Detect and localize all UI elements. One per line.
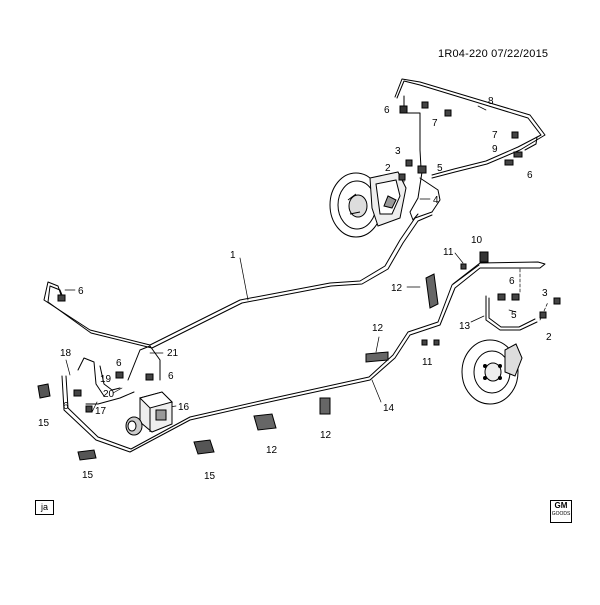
- callout-10: 10: [471, 235, 483, 246]
- main-brake-pipe-1: [43, 211, 433, 346]
- brake-pipe-14-inner: [65, 264, 480, 450]
- brake-pipe-21: [127, 345, 161, 381]
- fitting-2-left: [398, 173, 406, 181]
- fitting-3-rr: [553, 297, 561, 305]
- callout-11: 11: [443, 247, 454, 258]
- clip-15-center: [77, 449, 97, 461]
- callout-15: 15: [204, 471, 216, 482]
- fitting-6-right: [504, 159, 514, 166]
- callout-6: 6: [168, 371, 174, 382]
- brake-pipe-14: [61, 261, 546, 453]
- callout-12: 12: [266, 445, 278, 456]
- rear-brake-pipe-8-inner: [396, 80, 542, 176]
- drawing-code: 1R04-220 07/22/2015: [438, 48, 549, 60]
- callout-1: 1: [230, 250, 236, 261]
- main-pipe-rear-end: [419, 177, 441, 213]
- rear-brake-pipe-8: [394, 78, 546, 179]
- fitting-5-rr: [497, 293, 506, 301]
- fitting-6-abs-c: [73, 389, 82, 397]
- callout-6: 6: [63, 401, 69, 412]
- callout-15: 15: [38, 418, 50, 429]
- callout-3: 3: [542, 288, 548, 299]
- callout-15: 15: [82, 470, 94, 481]
- callout-7: 7: [432, 118, 438, 129]
- callout-14: 14: [383, 403, 395, 414]
- leader-lines: [64, 105, 517, 413]
- dashed-guides: [403, 173, 549, 321]
- callout-13: 13: [459, 321, 471, 332]
- brake-hose-13: [485, 295, 538, 331]
- callout-2: 2: [385, 163, 391, 174]
- fitting-7-b: [444, 109, 452, 117]
- fitting-9: [513, 151, 523, 158]
- callout-21: 21: [167, 348, 179, 359]
- bolt-11-top: [460, 263, 467, 270]
- fitting-6-rr: [511, 293, 520, 301]
- callout-20: 20: [103, 389, 115, 400]
- rear-left-brake-rotor: [329, 171, 407, 238]
- fitting-17: [85, 405, 93, 413]
- callout-18: 18: [60, 348, 72, 359]
- fitting-7-right: [511, 131, 519, 139]
- callout-6: 6: [509, 276, 515, 287]
- clip-12-bottom: [253, 413, 277, 431]
- callout-9: 9: [492, 144, 498, 155]
- fitting-6-front: [57, 294, 66, 302]
- callout-7: 7: [492, 130, 498, 141]
- brake-pipe-18: [77, 357, 105, 397]
- callout-labels: 1 2 2 3 3 4 5 5 6 6 6 6 6 6 6 7 7 8 9 10…: [38, 96, 552, 482]
- callout-5: 5: [511, 310, 517, 321]
- callout-8: 8: [488, 96, 494, 107]
- callout-6: 6: [527, 170, 533, 181]
- callout-5: 5: [437, 163, 443, 174]
- fitting-3-left: [405, 159, 413, 167]
- brake-hose-13-inner: [488, 297, 536, 328]
- callout-3: 3: [395, 146, 401, 157]
- fitting-6-abs-a: [115, 371, 124, 379]
- bracket-10: [479, 251, 489, 263]
- callout-6: 6: [384, 105, 390, 116]
- callout-17: 17: [95, 406, 107, 417]
- fitting-6-abs-b: [145, 373, 154, 381]
- callout-12: 12: [372, 323, 384, 334]
- callout-6: 6: [78, 286, 84, 297]
- rear-pipe-end: [524, 136, 538, 151]
- brake-pipe-20: [85, 391, 135, 405]
- brake-hose-4: [409, 171, 423, 221]
- fitting-6-top: [399, 105, 408, 114]
- main-brake-pipe-1-inner: [47, 214, 433, 349]
- callout-19: 19: [100, 374, 112, 385]
- fitting-5-left: [417, 165, 427, 174]
- bolt-11-lower-b: [433, 339, 440, 346]
- clip-12-lower: [319, 397, 331, 415]
- corner-tag: ja: [35, 500, 54, 515]
- bolt-11-lower: [421, 339, 428, 346]
- clip-12-mid: [365, 351, 389, 363]
- callout-6: 6: [116, 358, 122, 369]
- fitting-7-a: [421, 101, 429, 109]
- abs-modulator-16: [125, 391, 173, 436]
- callout-12: 12: [320, 430, 332, 441]
- callout-4: 4: [433, 195, 439, 206]
- gm-logo-text: GM: [554, 501, 568, 510]
- rear-right-brake-rotor: [461, 339, 523, 405]
- clip-15-left: [37, 383, 51, 399]
- gm-logo-sub: GOODS: [551, 511, 571, 517]
- callout-16: 16: [178, 402, 190, 413]
- clip-12-top: [425, 273, 439, 309]
- callout-12: 12: [391, 283, 403, 294]
- fitting-2-rr: [539, 311, 547, 319]
- gm-logo: GM GOODS: [550, 500, 572, 523]
- clip-15-bottom: [193, 439, 215, 455]
- callout-2: 2: [546, 332, 552, 343]
- brake-pipe-19: [99, 365, 121, 391]
- callout-11: 11: [422, 357, 433, 368]
